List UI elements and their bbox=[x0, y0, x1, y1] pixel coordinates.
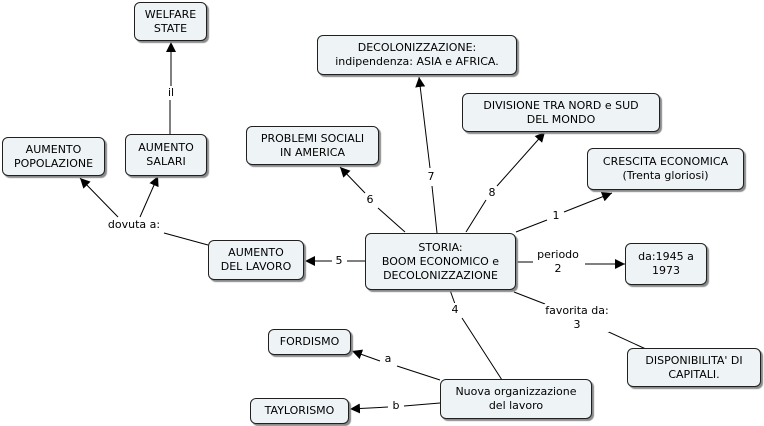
node-problemi-sociali[interactable]: PROBLEMI SOCIALI IN AMERICA bbox=[246, 126, 379, 165]
edge-dovuta-popolazione bbox=[79, 177, 119, 218]
link-label-favorita-3: favorita da: 3 bbox=[544, 304, 610, 332]
edge-6-problemi bbox=[339, 166, 366, 194]
node-disponibilita-capitali[interactable]: DISPONIBILITA' DI CAPITALI. bbox=[627, 348, 761, 387]
link-label-8: 8 bbox=[487, 186, 497, 200]
edge-center-4 bbox=[449, 289, 456, 305]
link-label-6: 6 bbox=[365, 193, 375, 207]
edge-center-1 bbox=[515, 219, 548, 233]
node-taylorismo[interactable]: TAYLORISMO bbox=[250, 398, 349, 424]
edge-4-nuova bbox=[461, 317, 503, 381]
node-nuova-organizzazione[interactable]: Nuova organizzazione del lavoro bbox=[440, 379, 592, 419]
link-label-a: a bbox=[383, 352, 393, 366]
node-aumento-salari[interactable]: AUMENTO SALARI bbox=[125, 134, 207, 176]
edge-center-3 bbox=[513, 291, 546, 305]
link-label-1: 1 bbox=[551, 209, 561, 223]
edge-a-fordismo bbox=[351, 349, 381, 362]
node-divisione-nord-sud[interactable]: DIVISIONE TRA NORD e SUD DEL MONDO bbox=[462, 93, 660, 132]
node-center-storia[interactable]: STORIA: BOOM ECONOMICO e DECOLONIZZAZION… bbox=[365, 233, 516, 290]
node-decolonizzazione[interactable]: DECOLONIZZAZIONE: indipendenza: ASIA e A… bbox=[317, 35, 517, 75]
edge-7-decolonizzazione bbox=[415, 76, 431, 169]
link-label-dovuta-a: dovuta a: bbox=[106, 218, 162, 232]
link-label-7: 7 bbox=[426, 170, 436, 184]
edge-1-crescita bbox=[563, 192, 613, 213]
node-crescita-economica[interactable]: CRESCITA ECONOMICA (Trenta gloriosi) bbox=[587, 148, 744, 190]
edge-b-taylorismo bbox=[349, 403, 389, 414]
edge-nuova-b bbox=[403, 402, 441, 407]
edge-dovuta-salari bbox=[139, 175, 159, 218]
link-label-4: 4 bbox=[450, 303, 460, 317]
edge-lavoro-dovuta bbox=[163, 232, 209, 246]
node-welfare-state[interactable]: WELFARE STATE bbox=[134, 2, 207, 41]
edge-center-7 bbox=[431, 185, 438, 234]
node-aumento-popolazione[interactable]: AUMENTO POPOLAZIONE bbox=[2, 137, 105, 176]
link-label-b: b bbox=[391, 399, 401, 413]
edge-nuova-a bbox=[396, 365, 441, 381]
edge-center-8 bbox=[465, 199, 487, 233]
node-aumento-lavoro[interactable]: AUMENTO DEL LAVORO bbox=[208, 240, 304, 280]
link-label-il: il bbox=[166, 86, 176, 100]
edge-center-6 bbox=[377, 207, 406, 233]
edge-8-divisione bbox=[496, 131, 546, 187]
link-label-5: 5 bbox=[334, 254, 344, 268]
node-data-periodo[interactable]: da:1945 a 1973 bbox=[625, 243, 707, 285]
link-label-periodo-2: periodo 2 bbox=[536, 248, 580, 276]
node-fordismo[interactable]: FORDISMO bbox=[268, 329, 351, 355]
